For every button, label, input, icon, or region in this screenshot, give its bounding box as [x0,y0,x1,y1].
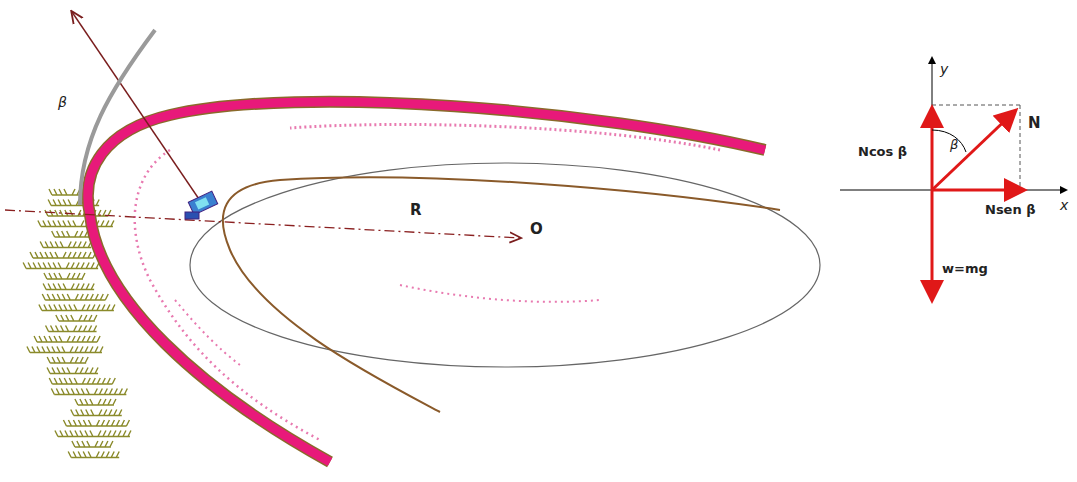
diagram-label: N [1028,116,1041,131]
diagram-label: Nsen β [985,203,1036,216]
diagram-label: w=mg [942,262,988,275]
diagram-label: x [1060,198,1068,212]
diagram-label: Ncos β [858,145,907,158]
diagram-label: y [940,62,948,76]
diagram-label: β [950,138,958,151]
diagram-label: β [58,95,67,109]
diagram-label: R [410,203,422,218]
diagram-label: O [530,222,543,237]
